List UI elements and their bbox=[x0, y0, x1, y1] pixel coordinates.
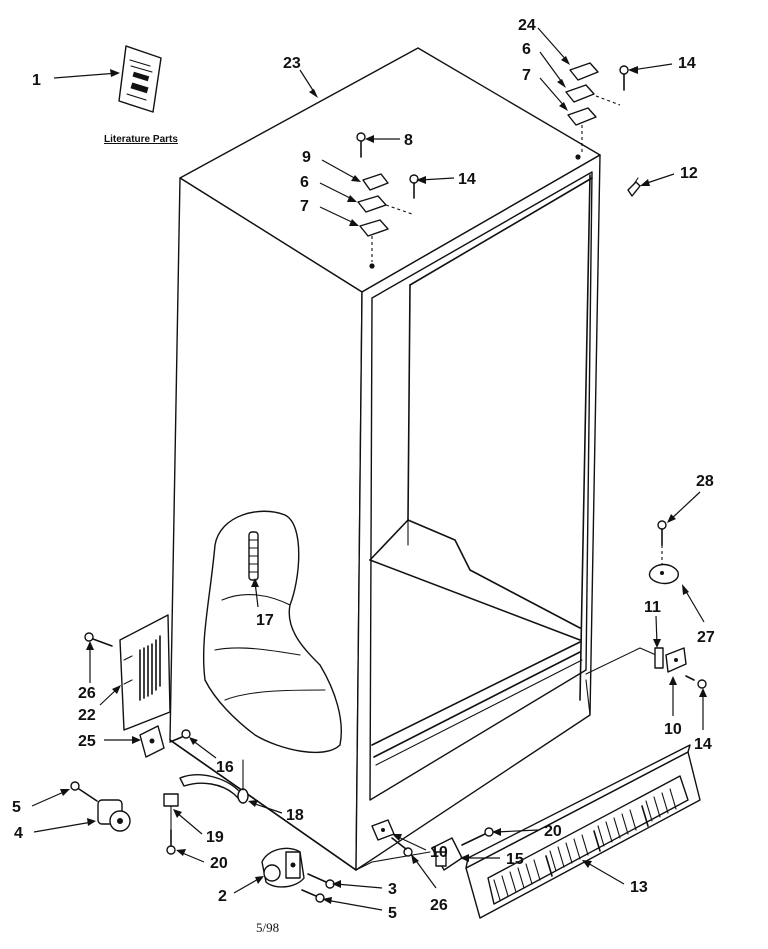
screw-icon bbox=[657, 520, 667, 565]
callout-26-bottom: 26 bbox=[430, 897, 448, 914]
screw-icon bbox=[619, 65, 629, 91]
left-rear-panel bbox=[84, 614, 191, 758]
callout-20-left: 20 bbox=[210, 855, 228, 872]
screw-icon bbox=[685, 675, 707, 689]
screw-icon bbox=[391, 837, 413, 857]
callout-28: 28 bbox=[696, 473, 714, 490]
callout-23: 23 bbox=[283, 55, 301, 72]
callout-8: 8 bbox=[404, 132, 413, 149]
callout-13: 13 bbox=[630, 879, 648, 896]
callout-20-right: 20 bbox=[544, 823, 562, 840]
leader-lines bbox=[31, 27, 707, 911]
revision-date: 5/98 bbox=[256, 920, 279, 935]
callout-24: 24 bbox=[518, 17, 536, 34]
screw-icon bbox=[301, 889, 325, 903]
callout-25: 25 bbox=[78, 733, 96, 750]
drain-tube bbox=[179, 759, 249, 804]
callout-27: 27 bbox=[697, 629, 715, 646]
roller-icon bbox=[97, 799, 131, 832]
grille-slots bbox=[493, 788, 677, 901]
right-lower-hardware bbox=[585, 520, 707, 689]
screw-icon bbox=[461, 827, 494, 846]
callout-labels: 1 23 24 6 7 14 8 9 6 7 14 12 28 27 11 10… bbox=[12, 17, 715, 922]
callout-19: 19 bbox=[206, 829, 224, 846]
callout-16: 16 bbox=[216, 759, 234, 776]
callout-3: 3 bbox=[388, 881, 397, 898]
callout-2: 2 bbox=[218, 888, 227, 905]
bracket-icon bbox=[654, 647, 687, 673]
door-stop-clip-icon bbox=[627, 177, 641, 197]
callout-17: 17 bbox=[256, 612, 274, 629]
callout-10-right: 10 bbox=[664, 721, 682, 738]
roller-icon bbox=[261, 847, 305, 888]
screw-icon bbox=[70, 781, 98, 802]
callout-5-bottom: 5 bbox=[388, 905, 397, 922]
insulation-coil-icon bbox=[248, 531, 259, 581]
literature-sheet-icon bbox=[118, 45, 162, 113]
screw-icon bbox=[356, 132, 419, 199]
screw-icon bbox=[166, 829, 176, 855]
callout-15: 15 bbox=[506, 851, 524, 868]
screw-icon bbox=[84, 632, 113, 647]
callout-14-top: 14 bbox=[678, 55, 696, 72]
callout-1: 1 bbox=[32, 72, 41, 89]
bracket-icon bbox=[139, 725, 165, 758]
callout-5-left: 5 bbox=[12, 799, 21, 816]
tube-clip-icon bbox=[163, 793, 179, 831]
hinge-icon bbox=[648, 563, 679, 585]
callout-7-mid: 7 bbox=[300, 198, 309, 215]
screw-icon bbox=[169, 729, 191, 743]
callout-26-left: 26 bbox=[78, 685, 96, 702]
literature-label: Literature Parts bbox=[104, 134, 178, 145]
hinge-icon bbox=[357, 173, 413, 262]
hinge-icon bbox=[371, 819, 395, 841]
upper-right-hinge bbox=[565, 62, 629, 155]
callout-18: 18 bbox=[286, 807, 304, 824]
callout-7-top: 7 bbox=[522, 67, 531, 84]
callout-22: 22 bbox=[78, 707, 96, 724]
callout-9: 9 bbox=[302, 149, 311, 166]
grille-icon bbox=[465, 744, 701, 919]
vent-slots-icon bbox=[139, 635, 161, 701]
callout-12: 12 bbox=[680, 165, 698, 182]
literature-parts: Literature Parts bbox=[53, 45, 178, 145]
cabinet-body bbox=[169, 47, 601, 871]
callout-14-mid: 14 bbox=[458, 171, 476, 188]
callout-6-top: 6 bbox=[522, 41, 531, 58]
hinge-icon bbox=[565, 62, 621, 155]
screw-icon bbox=[307, 873, 335, 889]
callout-4: 4 bbox=[14, 825, 23, 842]
callout-10-bottom: 10 bbox=[430, 844, 448, 861]
upper-left-hinge bbox=[356, 132, 419, 262]
callout-14-right: 14 bbox=[694, 736, 712, 753]
insulation-cutaway bbox=[202, 510, 342, 753]
callout-11: 11 bbox=[644, 599, 661, 616]
callout-6-mid: 6 bbox=[300, 174, 309, 191]
